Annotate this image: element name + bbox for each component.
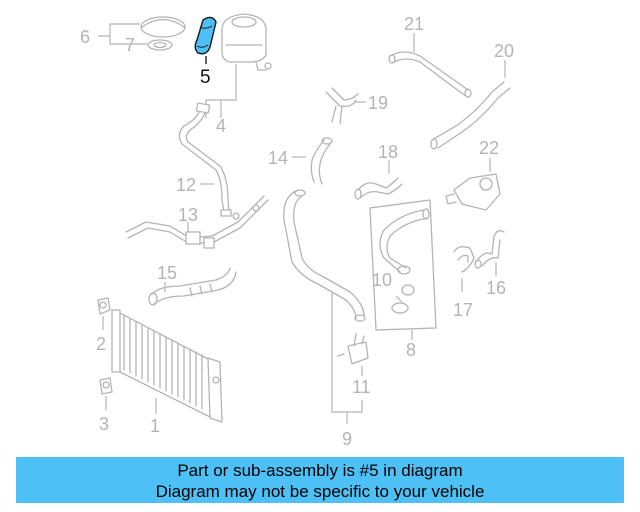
callout-12: 12: [176, 175, 196, 195]
callout-7: 7: [125, 35, 135, 55]
callout-17: 17: [453, 300, 473, 320]
part-18-hose: [354, 177, 403, 200]
callout-14: 14: [268, 148, 288, 168]
part-14-hose: [310, 137, 333, 185]
callout-22: 22: [479, 138, 499, 158]
part-19-hose: [325, 87, 359, 125]
callout-8: 8: [406, 340, 416, 360]
part-1-radiator: [111, 309, 223, 423]
part-13-hose-assembly: [125, 195, 269, 249]
callout-13: 13: [178, 205, 198, 225]
part-20-hose: [430, 81, 511, 150]
banner-line-2: Diagram may not be specific to your vehi…: [155, 482, 485, 501]
part-4-expansion-tank: [221, 13, 272, 71]
info-banner: Part or sub-assembly is #5 in diagram Di…: [16, 457, 624, 503]
callout-5: 5: [200, 67, 211, 88]
part-9-hose: [283, 189, 366, 322]
callout-11: 11: [352, 377, 371, 397]
callout-4: 4: [216, 116, 226, 136]
callout-20: 20: [494, 41, 514, 61]
part-17-hose: [453, 246, 475, 273]
banner-line-1: Part or sub-assembly is #5 in diagram: [177, 461, 463, 480]
part-12-hose: [178, 102, 232, 217]
callout-9: 9: [342, 429, 352, 449]
callout-19: 19: [368, 93, 388, 113]
part-22-flange: [445, 173, 501, 211]
part-3-bracket: [99, 377, 113, 395]
callout-6: 6: [80, 27, 90, 47]
part-21-hose: [388, 51, 472, 98]
callout-3: 3: [99, 414, 109, 434]
part-11-connector: [337, 333, 369, 365]
callout-2: 2: [96, 334, 106, 354]
part-2-bracket: [97, 297, 111, 315]
callout-10: 10: [372, 270, 392, 290]
part-16-hose: [474, 230, 505, 269]
part-15-hose: [148, 267, 237, 306]
callout-1: 1: [150, 416, 160, 436]
parts-diagram: 6 7 5 4 12 13: [80, 13, 514, 449]
callout-16: 16: [486, 278, 506, 298]
callout-15: 15: [157, 263, 177, 283]
part-6-cap: [140, 16, 186, 51]
callout-21: 21: [404, 14, 424, 34]
part-5-hose-highlighted: [194, 16, 217, 55]
callout-18: 18: [378, 142, 398, 162]
part-8-assembly: [369, 199, 437, 331]
